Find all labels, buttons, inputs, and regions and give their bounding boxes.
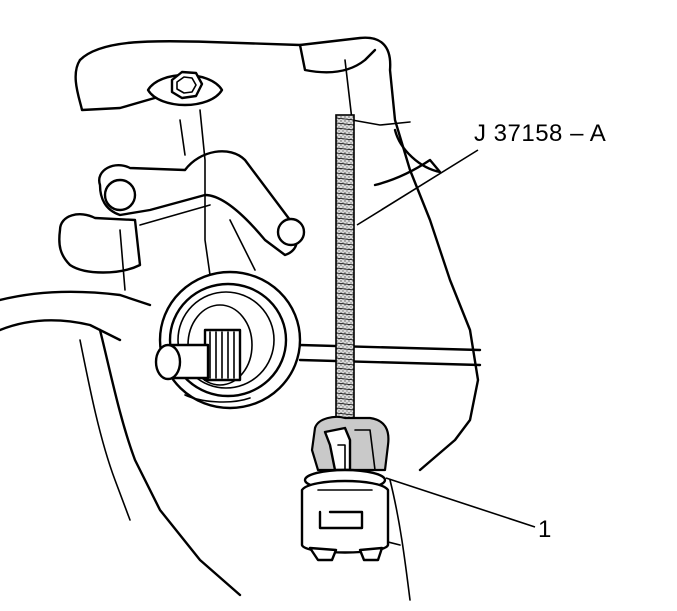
rod-thread-mark — [335, 292, 355, 296]
rod-thread-mark — [335, 377, 355, 381]
rod-thread-mark — [335, 352, 355, 356]
rod-thread-mark — [335, 202, 355, 206]
rod-thread-mark — [335, 372, 355, 376]
rod-thread-mark — [335, 277, 355, 281]
shift-linkage — [58, 109, 306, 291]
rod-thread-mark — [335, 152, 355, 156]
rod-thread-mark — [335, 332, 355, 336]
rod-thread-mark — [335, 362, 355, 366]
rod-thread-mark — [335, 182, 355, 186]
rod-thread-mark — [335, 262, 355, 266]
rod-thread-mark — [335, 387, 355, 391]
rod-thread-mark — [335, 137, 355, 141]
rod-thread-mark — [335, 192, 355, 196]
rod-thread-mark — [335, 227, 355, 231]
rod-thread-mark — [335, 382, 355, 386]
rod-thread-mark — [335, 282, 355, 286]
rod-thread-mark — [335, 242, 355, 246]
threaded-rod — [335, 114, 355, 436]
seal-installer-cup — [300, 468, 390, 562]
rod-thread-mark — [335, 222, 355, 226]
rod-thread-mark — [335, 347, 355, 351]
rod-thread-mark — [335, 357, 355, 361]
rod-thread-mark — [335, 307, 355, 311]
rod-thread-mark — [335, 367, 355, 371]
rod-thread-mark — [335, 232, 355, 236]
rod-thread-mark — [335, 392, 355, 396]
rod-thread-mark — [335, 217, 355, 221]
rod-thread-mark — [335, 397, 355, 401]
rod-thread-mark — [335, 252, 355, 256]
rod-thread-mark — [335, 322, 355, 326]
rod-thread-mark — [335, 142, 355, 146]
rod-thread-mark — [335, 127, 355, 131]
rod-thread-mark — [335, 317, 355, 321]
rod-thread-mark — [335, 167, 355, 171]
rod-thread-mark — [335, 197, 355, 201]
rod-thread-mark — [335, 312, 355, 316]
rod-thread-mark — [335, 267, 355, 271]
rod-thread-mark — [335, 407, 355, 411]
rod-thread-mark — [335, 212, 355, 216]
rod-thread-mark — [335, 237, 355, 241]
transmission-housing — [0, 36, 482, 601]
rod-thread-mark — [335, 327, 355, 331]
rod-thread-mark — [335, 337, 355, 341]
rod-thread-mark — [335, 342, 355, 346]
output-shaft-seal — [154, 270, 302, 410]
rod-thread-mark — [335, 172, 355, 176]
rod-thread-mark — [335, 257, 355, 261]
rod-thread-mark — [335, 157, 355, 161]
item-1-callout-label: 1 — [538, 516, 552, 543]
item-1-leader-line — [385, 477, 536, 528]
rod-thread-mark — [335, 187, 355, 191]
rod-thread-mark — [335, 247, 355, 251]
rod-thread-mark — [335, 412, 355, 416]
rod-thread-mark — [335, 122, 355, 126]
rod-thread-mark — [335, 402, 355, 406]
rod-thread-mark — [335, 132, 355, 136]
rod-thread-mark — [335, 117, 355, 121]
rod-thread-mark — [335, 287, 355, 291]
tool-callout-label: J 37158 – A — [474, 120, 607, 147]
hex-bolt — [146, 70, 224, 107]
tool-leader-line — [356, 149, 479, 226]
rod-thread-mark — [335, 272, 355, 276]
rod-thread-mark — [335, 147, 355, 151]
rod-thread-mark — [335, 207, 355, 211]
rod-thread-mark — [335, 302, 355, 306]
rod-thread-mark — [335, 162, 355, 166]
rod-thread-mark — [335, 177, 355, 181]
rod-thread-mark — [335, 297, 355, 301]
puller-nut — [310, 415, 390, 472]
